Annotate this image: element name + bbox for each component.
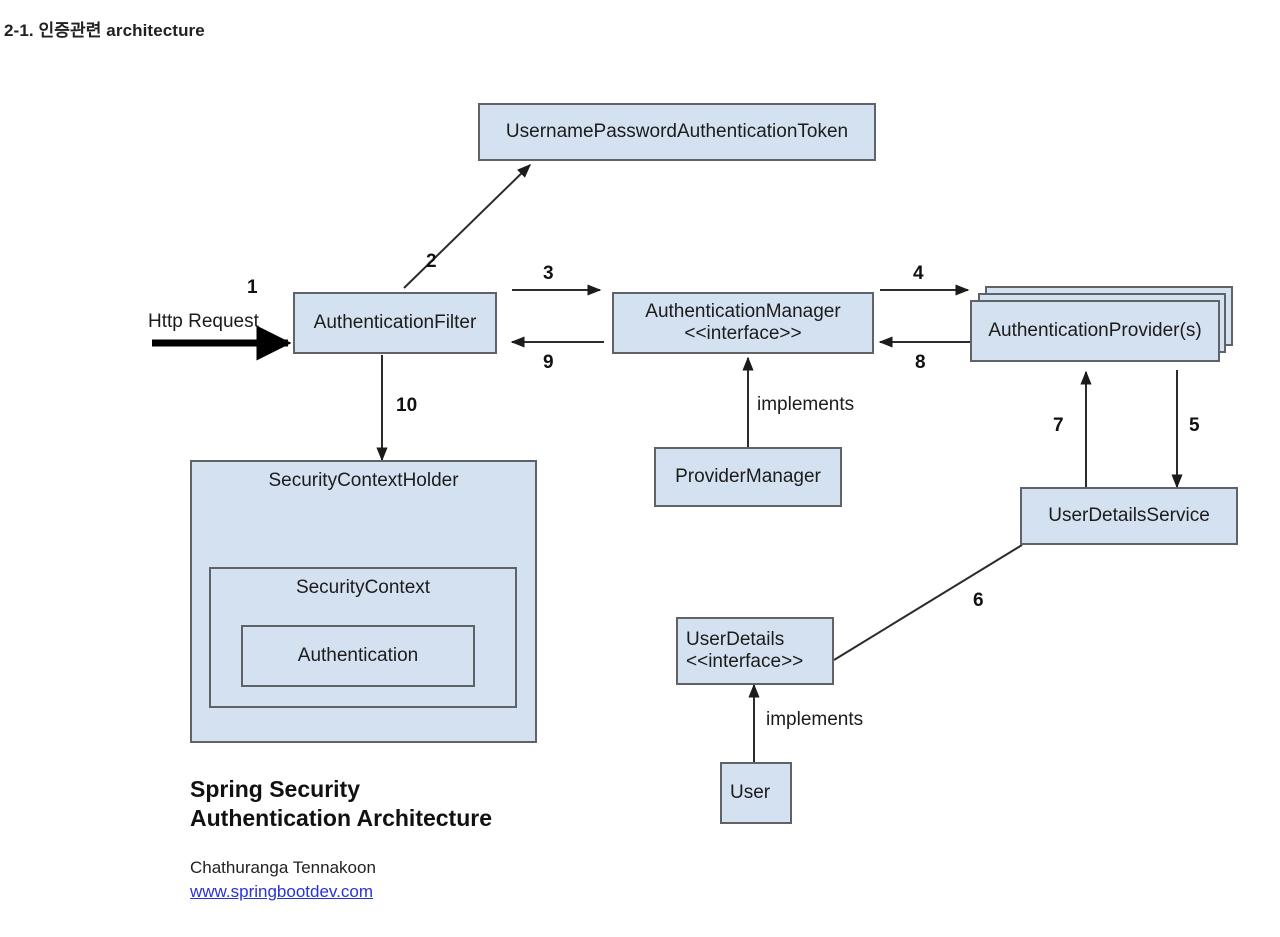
node-authentication-providers[interactable]: AuthenticationProvider(s) — [970, 300, 1220, 362]
node-user-details-service[interactable]: UserDetailsService — [1020, 487, 1238, 545]
step-label-4: 4 — [913, 263, 924, 284]
node-security-context-label: SecurityContext — [295, 577, 431, 598]
node-user[interactable]: User — [720, 762, 792, 824]
page-title: 2-1. 인증관련 architecture — [4, 21, 205, 40]
label-implements-manager: implements — [757, 394, 855, 415]
node-authentication-manager[interactable]: AuthenticationManager <<interface>> — [612, 292, 874, 354]
step-label-10: 10 — [396, 395, 418, 416]
node-username-password-authentication-token[interactable]: UsernamePasswordAuthenticationToken — [478, 103, 876, 161]
step-label-5: 5 — [1189, 415, 1200, 436]
node-security-context-holder-label: SecurityContextHolder — [268, 470, 459, 491]
label-implements-userdetails: implements — [766, 709, 864, 730]
caption-title: Spring Security Authentication Architect… — [190, 776, 493, 832]
step-label-8: 8 — [915, 352, 926, 373]
edge-step-6 — [833, 544, 1023, 661]
http-request-label: Http Request — [148, 311, 259, 332]
node-user-details[interactable]: UserDetails <<interface>> — [676, 617, 834, 685]
architecture-diagram: Http Request 1 UsernamePasswordAuthentic… — [0, 55, 1280, 935]
node-authentication[interactable]: Authentication — [241, 625, 475, 687]
step-label-6: 6 — [973, 590, 984, 611]
node-provider-manager[interactable]: ProviderManager — [654, 447, 842, 507]
diagram-connectors — [152, 164, 1183, 762]
caption-author: Chathuranga Tennakoon — [190, 858, 376, 877]
node-authentication-filter[interactable]: AuthenticationFilter — [293, 292, 497, 354]
step-label-7: 7 — [1053, 415, 1064, 436]
step-label-9: 9 — [543, 352, 554, 373]
step-label-1: 1 — [247, 277, 258, 298]
edge-step-2 — [403, 164, 532, 289]
caption-link[interactable]: www.springbootdev.com — [190, 882, 373, 901]
step-label-3: 3 — [543, 263, 554, 284]
step-label-2: 2 — [426, 251, 437, 272]
